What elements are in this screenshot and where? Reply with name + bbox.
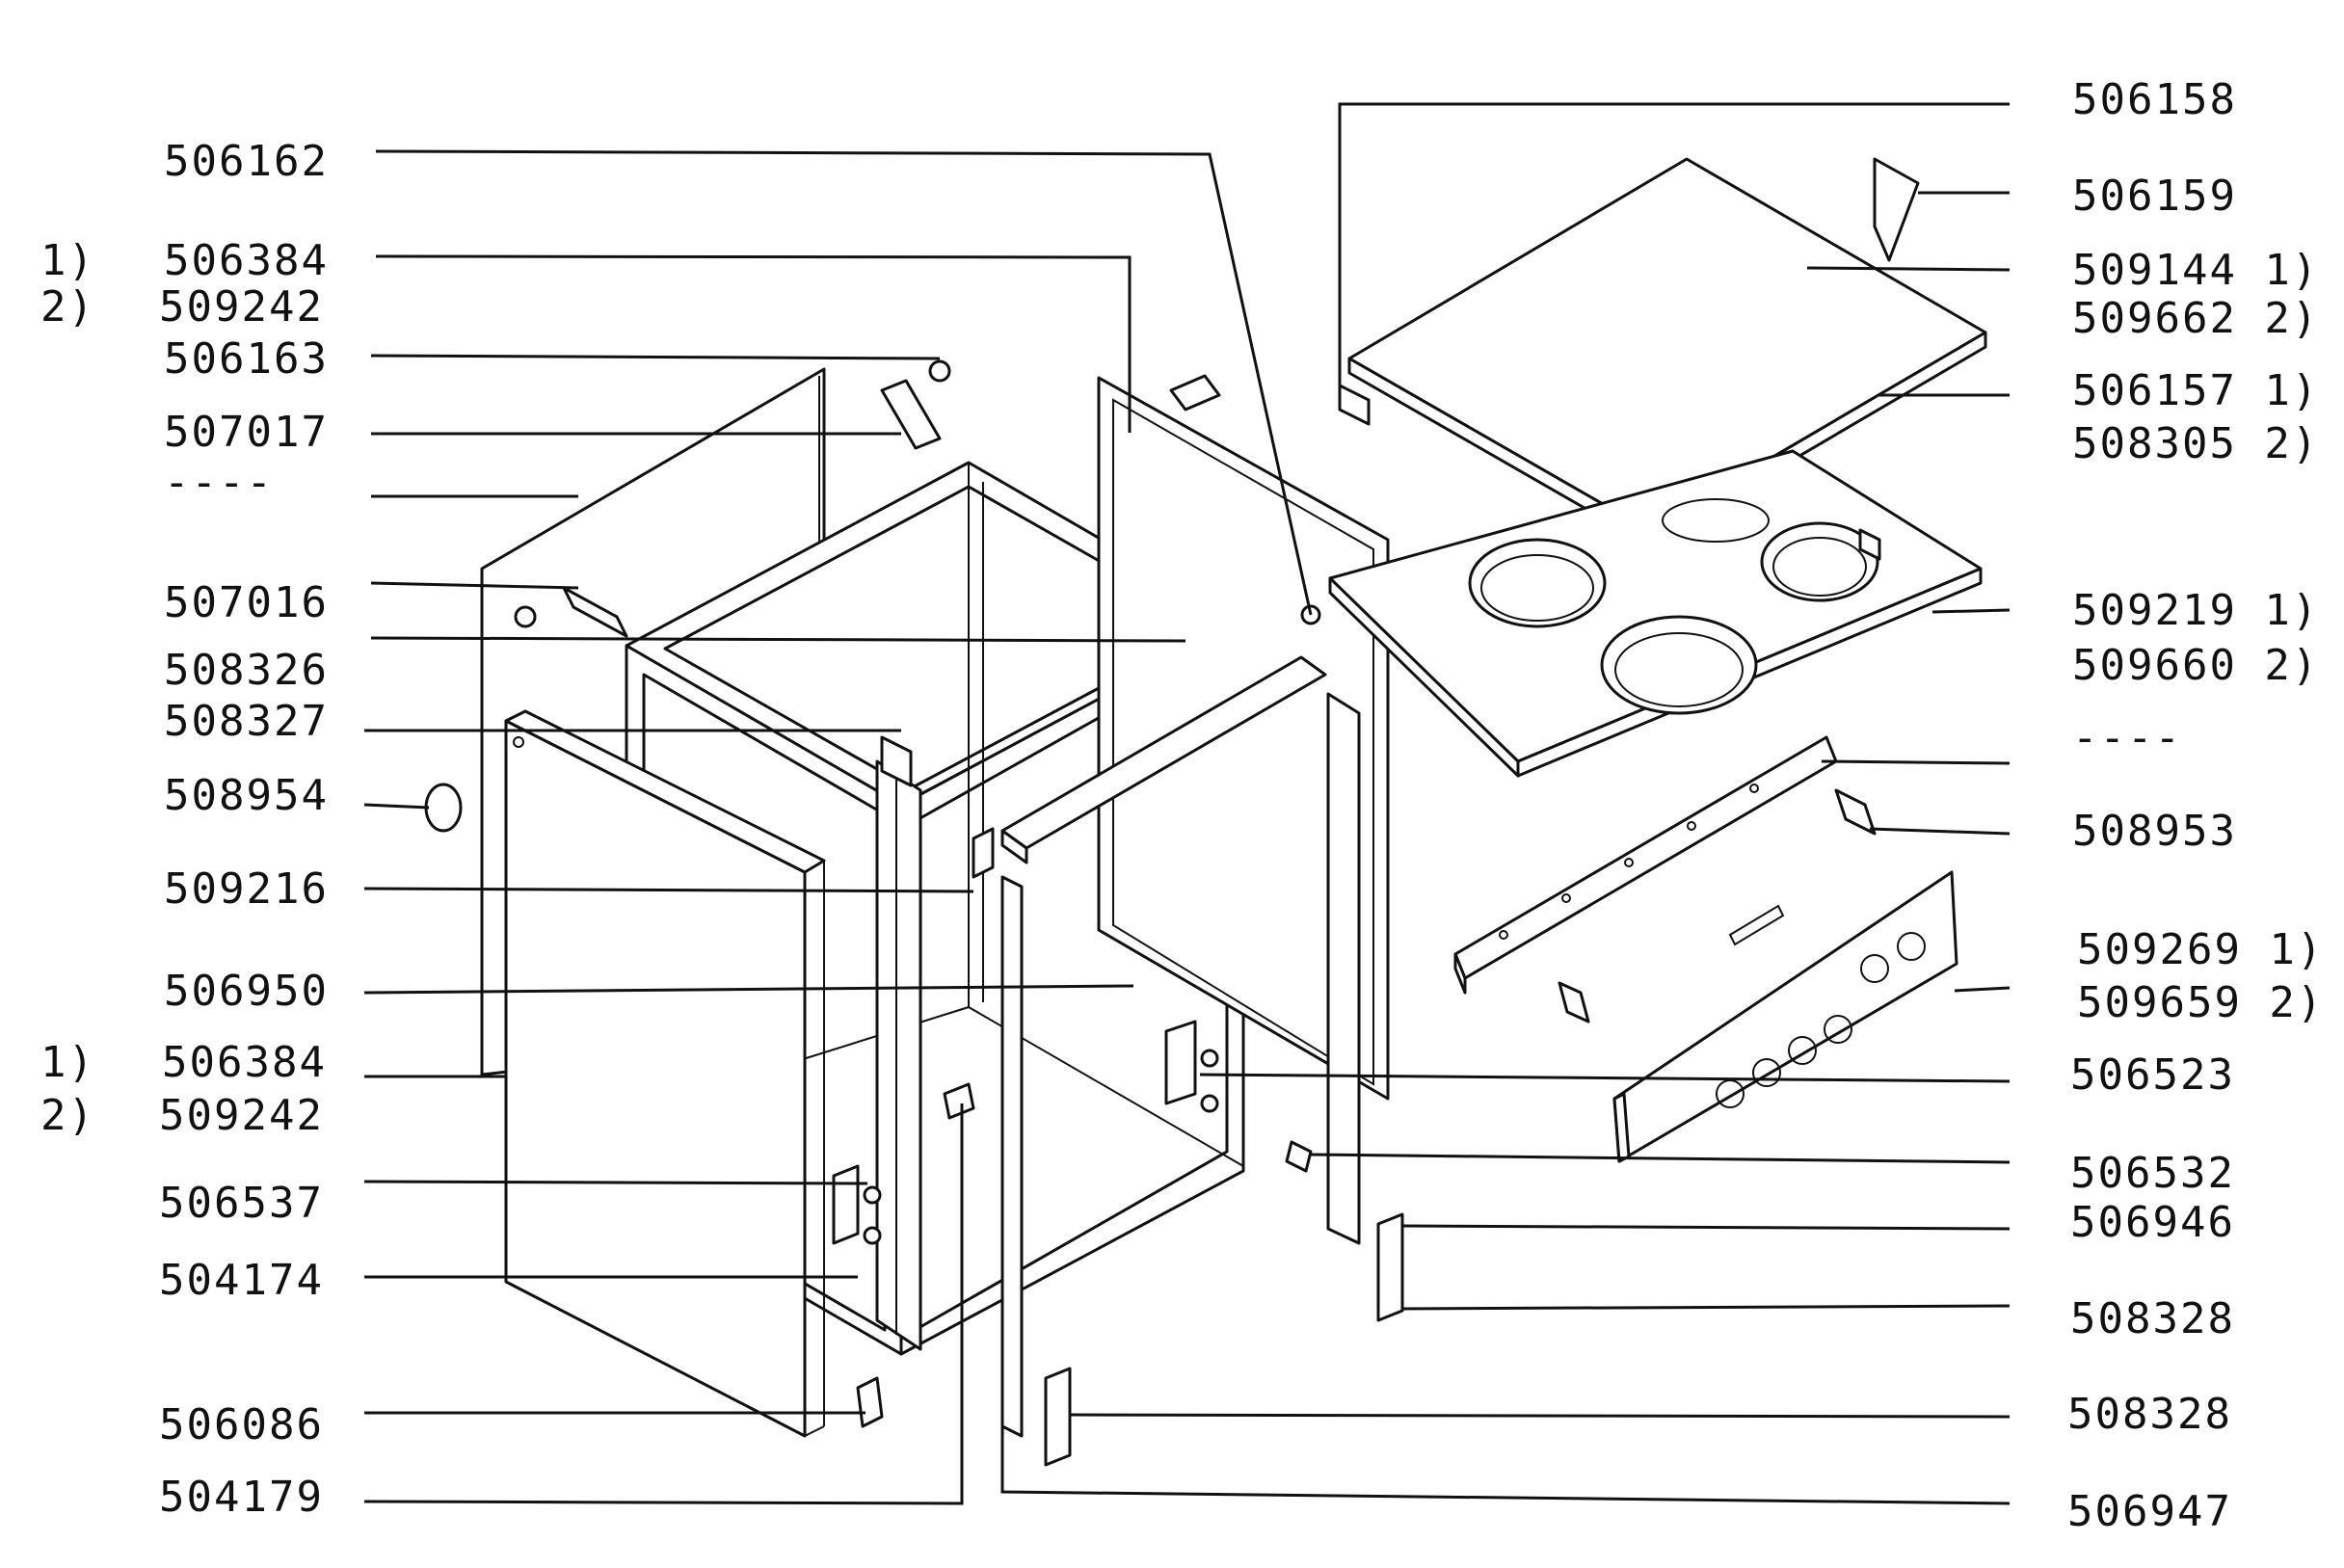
label-509242-b: 509242: [159, 1091, 324, 1140]
label-506532: 506532: [2070, 1149, 2235, 1198]
right-labels: 506158 506159 509144 1) 509662 2) 506157…: [2067, 75, 2324, 1536]
top-rail: [1000, 655, 1327, 864]
label-509659: 509659 2): [2077, 978, 2324, 1027]
label-506158: 506158: [2072, 75, 2237, 124]
control-panel: [1612, 870, 1958, 1163]
label-508954: 508954: [164, 771, 329, 820]
door-panel: [504, 709, 826, 1438]
control-rail: [1453, 735, 1838, 995]
label-dash-right: ----: [2072, 713, 2182, 762]
label-508327: 508327: [164, 697, 329, 746]
label-508328-b: 508328: [2067, 1390, 2232, 1439]
label-506950: 506950: [164, 967, 329, 1016]
label-506523: 506523: [2070, 1050, 2235, 1100]
label-509242: 509242: [159, 282, 324, 332]
label-504179: 504179: [159, 1473, 324, 1522]
small-fittings: [424, 157, 1920, 1467]
label-506946: 506946: [2070, 1198, 2235, 1247]
label-note-1: 1): [40, 236, 95, 285]
label-506384: 506384: [164, 236, 329, 285]
label-508326: 508326: [164, 646, 329, 695]
label-506086: 506086: [159, 1400, 324, 1449]
door-frame: [875, 759, 922, 1351]
label-509662: 509662 2): [2072, 294, 2319, 343]
label-506157: 506157 1): [2072, 366, 2319, 415]
label-507017: 507017: [164, 408, 329, 457]
label-note-2b: 2): [40, 1091, 95, 1140]
label-507016: 507016: [164, 578, 329, 627]
left-labels: 506162 1) 506384 2) 509242 506163 507017…: [40, 137, 329, 1522]
hob-top: [1328, 449, 1983, 778]
label-506947: 506947: [2067, 1487, 2232, 1536]
label-506163: 506163: [164, 334, 329, 384]
label-509660: 509660 2): [2072, 641, 2319, 690]
label-506159: 506159: [2072, 172, 2237, 221]
label-note-2: 2): [40, 282, 95, 332]
label-509219: 509219 1): [2072, 586, 2319, 635]
label-509269: 509269 1): [2077, 925, 2324, 974]
leader-lines: [363, 102, 2011, 1505]
label-509216: 509216: [164, 864, 329, 914]
label-508328-a: 508328: [2070, 1294, 2235, 1343]
label-506162: 506162: [164, 137, 329, 186]
label-dash-left: ----: [164, 458, 274, 507]
label-504174: 504174: [159, 1256, 324, 1305]
label-506384-b: 506384: [162, 1038, 327, 1087]
label-506537: 506537: [159, 1179, 324, 1228]
label-note-1b: 1): [40, 1038, 95, 1087]
label-508305: 508305 2): [2072, 419, 2319, 468]
vertical-strips: [1000, 692, 1361, 1438]
label-509144: 509144 1): [2072, 246, 2319, 295]
label-508953: 508953: [2072, 807, 2237, 856]
